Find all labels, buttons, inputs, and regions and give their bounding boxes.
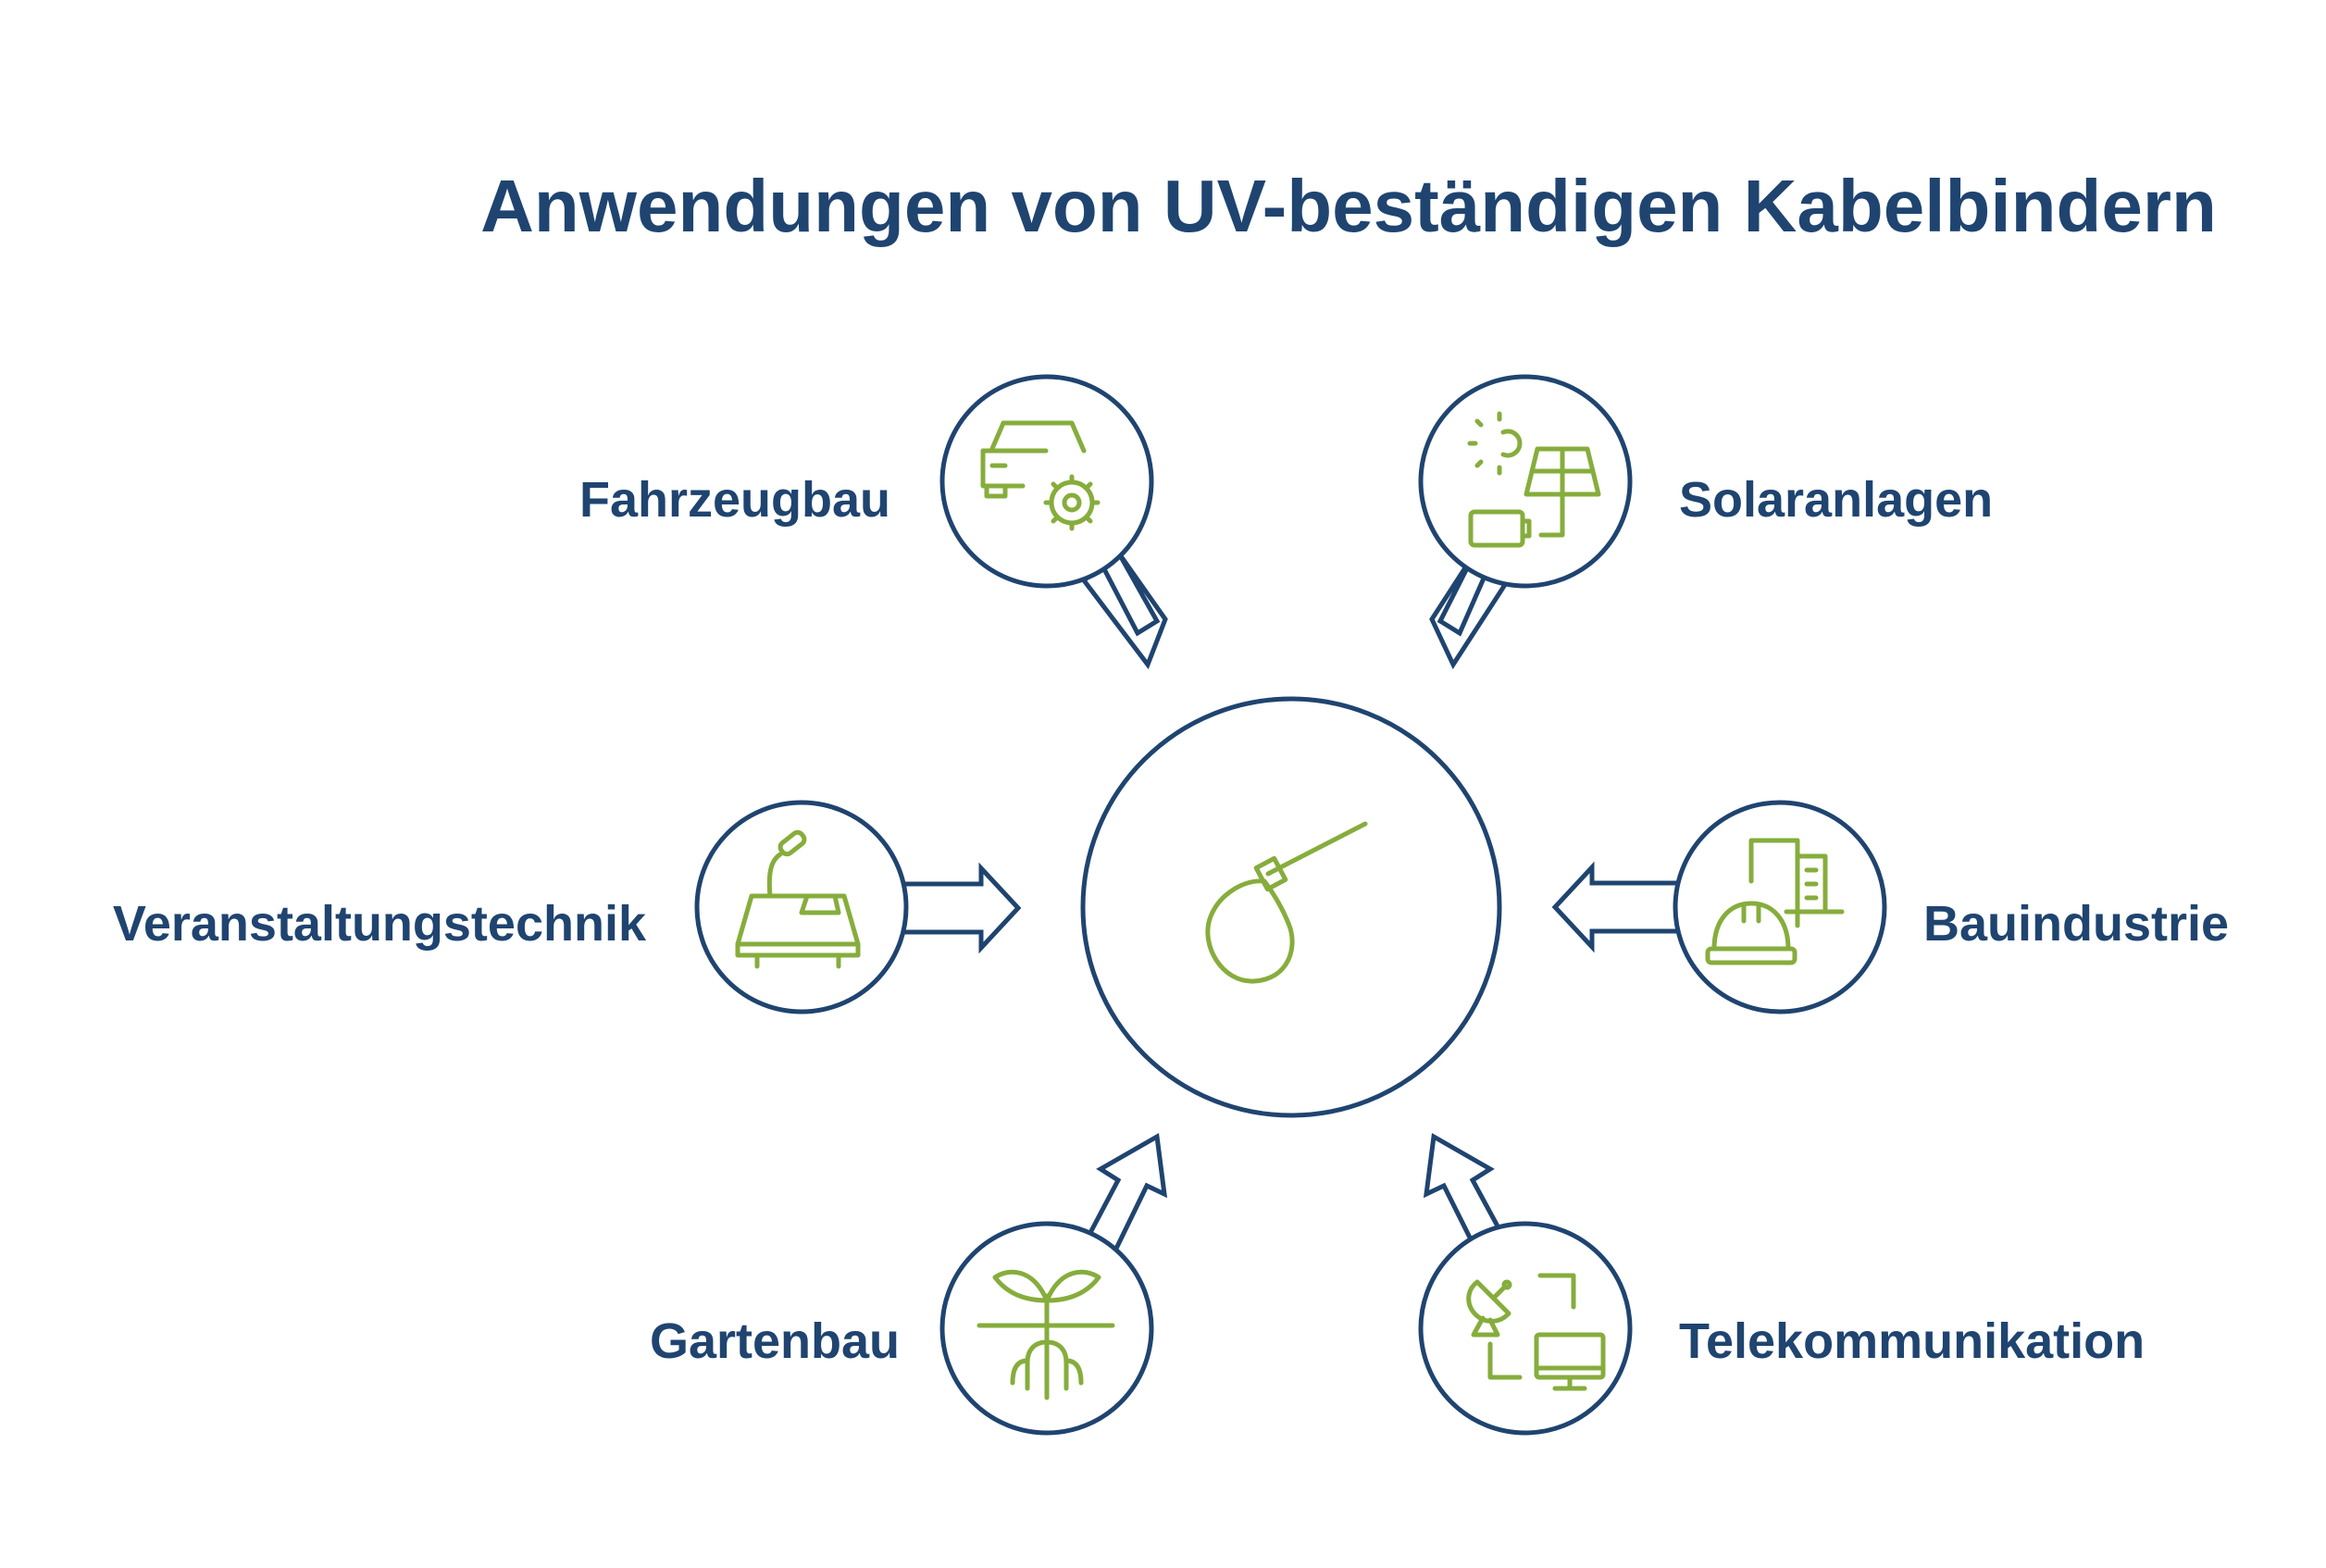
label-solaranlagen: Solaranlagen: [1679, 472, 1993, 528]
car-gear-icon: [980, 420, 1101, 531]
solar-panel-battery-icon: [1467, 411, 1601, 548]
label-bauindustrie: Bauindustrie: [1923, 896, 2229, 952]
building-hardhat-icon: [1705, 838, 1845, 965]
satellite-monitor-icon: [1466, 1273, 1606, 1391]
label-veranstaltungstechnik: Veranstaltungstechnik: [113, 896, 647, 952]
node-telekommunikation: [1418, 1221, 1633, 1436]
arrow-fahrzeugbau: [1080, 552, 1168, 670]
arrow-gartenbau: [1080, 1132, 1168, 1258]
node-solaranlagen: [1418, 374, 1633, 589]
page-title: Anwendungen von UV-beständigen Kabelbind…: [480, 165, 2217, 247]
node-fahrzeugbau: [939, 374, 1154, 589]
label-telekommunikation: Telekommunikation: [1679, 1313, 2145, 1369]
cable-tie-icon: [1205, 821, 1368, 984]
plant-sprout-icon: [976, 1269, 1115, 1400]
node-veranstaltungstechnik: [694, 800, 909, 1014]
node-bauindustrie: [1673, 800, 1887, 1014]
node-gartenbau: [939, 1221, 1154, 1436]
label-fahrzeugbau: Fahrzeugbau: [579, 472, 890, 528]
label-gartenbau: Gartenbau: [650, 1313, 900, 1369]
center-node: [1080, 696, 1502, 1118]
mixing-desk-icon: [735, 829, 861, 969]
